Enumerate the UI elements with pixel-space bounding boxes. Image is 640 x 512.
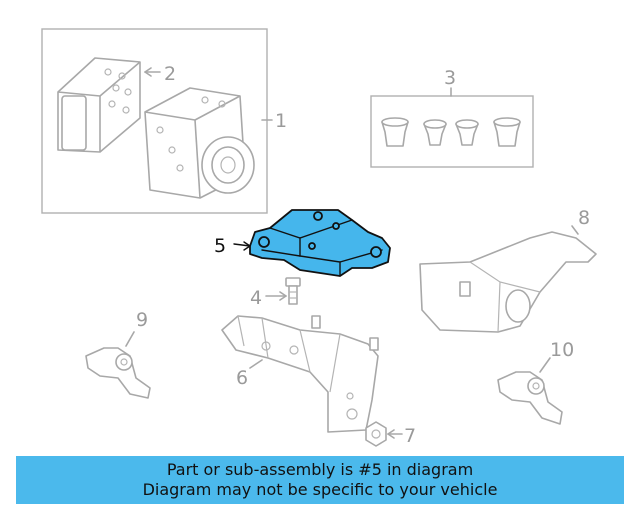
callout-8: 8 [578,207,590,229]
banner-line-2: Diagram may not be specific to your vehi… [142,480,498,499]
callout-6: 6 [236,367,248,389]
part-3-frame [370,95,534,168]
part-7-nut[interactable] [365,421,387,447]
part-4-bolt[interactable] [285,277,301,305]
part-1-abs-assembly[interactable] [41,28,273,214]
grommet [455,119,479,146]
callout-9: 9 [136,309,148,331]
callout-3: 3 [444,67,456,89]
info-banner: Part or sub-assembly is #5 in diagram Di… [16,456,624,504]
callout-7: 7 [404,425,416,447]
hydraulic-unit [144,87,255,199]
part-10-sensor[interactable] [497,371,563,425]
callout-1: 1 [275,110,287,132]
part-3-grommet-set[interactable] [370,87,534,168]
part-8-support-bracket[interactable] [419,231,597,333]
callout-5: 5 [214,235,226,257]
callout-4: 4 [250,287,262,309]
part-5-mounting-bracket-highlighted[interactable] [249,209,391,277]
part-2-control-module[interactable] [57,57,141,153]
callout-10: 10 [550,339,574,361]
callout-2: 2 [164,63,176,85]
grommet [493,117,521,147]
part-6-lower-bracket[interactable] [221,315,379,433]
grommet [423,119,447,146]
banner-line-1: Part or sub-assembly is #5 in diagram [166,460,474,479]
part-1-frame [41,28,268,214]
part-9-sensor[interactable] [85,347,151,399]
grommet [381,117,409,147]
